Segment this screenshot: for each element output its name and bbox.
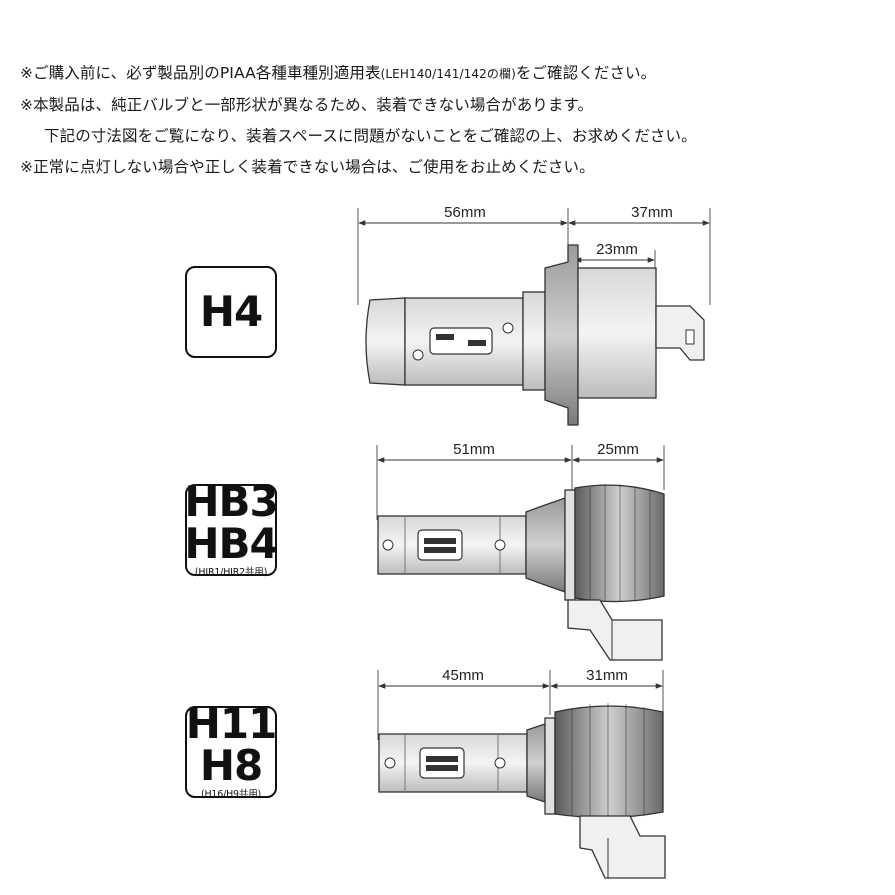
h4-terminal-icon [655,305,705,361]
hb-led-chip-icon [417,529,463,561]
h4-cap-icon [365,297,406,386]
h4-base [577,267,657,399]
h4-bulb-diagram: 56mm 37mm 23mm [357,204,711,426]
h4-dim-right: 37mm [631,204,673,221]
h11-bulb-diagram: 45mm 31mm [377,667,666,879]
note-line-2: ※本製品は、純正バルブと一部形状が異なるため、装着できない場合があります。 [20,96,594,114]
notes: ※ご購入前に、必ず製品別のPIAA各種車種別適用表(LEH140/141/142… [20,58,880,183]
badge-h11-sub: (H16/H9共用) [200,789,262,800]
h11-led-chip-icon [419,747,465,779]
note-line-4: ※正常に点灯しない場合や正しく装着できない場合は、ご使用をお止めください。 [20,158,595,176]
badge-hb-line2: HB4 [184,519,278,568]
badge-hb3-hb4: HB3 HB4 (HIR1/HIR2共用) [184,477,278,579]
badge-h11-h8: H11 H8 (H16/H9共用) [185,699,278,800]
note-line-3: 下記の寸法図をご覧になり、装着スペースに問題がないことをご確認の上、お求めくださ… [44,127,697,145]
note-1-prefix: ※ご購入前に、必ず製品別のPIAA各種車種別適用表 [20,64,381,82]
badge-h4-label: H4 [199,287,263,336]
badge-h11-line2: H8 [199,741,263,790]
badge-hb-sub: (HIR1/HIR2共用) [194,567,268,578]
hb-connector-icon [567,599,663,661]
badge-h4: H4 [185,266,277,358]
badge-hb-line1: HB3 [184,477,278,526]
h11-dim-left: 45mm [442,667,484,684]
h11-connector-icon [579,815,666,879]
badge-h11-line1: H11 [185,699,278,748]
h11-heatsink-icon [554,705,664,819]
note-1-suffix: をご確認ください。 [515,64,657,82]
h4-flange-icon [544,244,579,426]
hb-bulb-diagram: 51mm 25mm [376,441,665,661]
note-line-1: ※ご購入前に、必ず製品別のPIAA各種車種別適用表(LEH140/141/142… [20,58,880,90]
h11-dim-right: 31mm [586,667,628,684]
h11-base-ring-icon [526,723,546,803]
h4-dim-inner: 23mm [596,241,638,258]
note-1-small: (LEH140/141/142の欄) [380,67,516,81]
h4-dim-left: 56mm [444,204,486,221]
hb-dim-left: 51mm [453,441,495,458]
hb-heatsink-icon [574,484,665,603]
hb-base-ring-icon [525,497,566,593]
hb-dim-right: 25mm [597,441,639,458]
